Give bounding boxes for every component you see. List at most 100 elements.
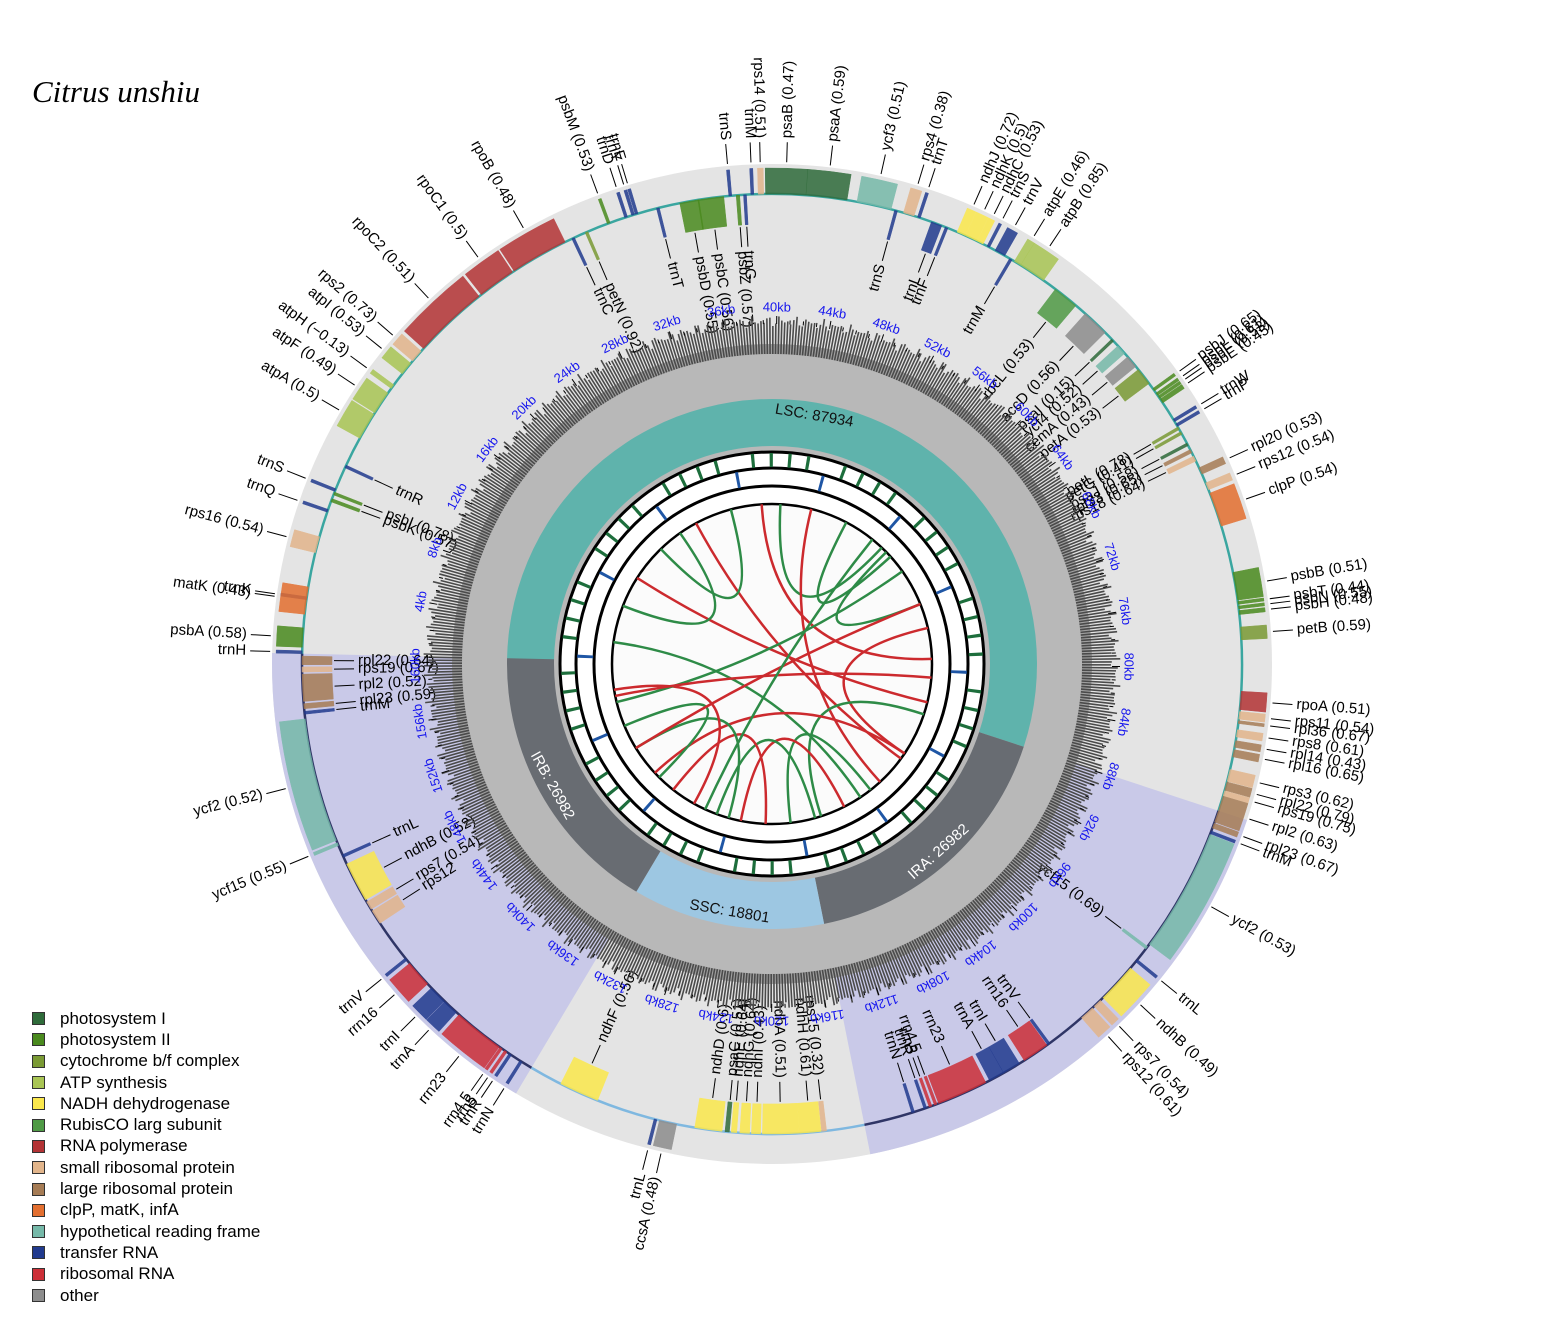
- gene-label-leader: [786, 142, 788, 163]
- tick-mark: [691, 994, 694, 999]
- repeat-link: [842, 626, 929, 755]
- tick-mark: [441, 757, 446, 760]
- tick-mark: [1014, 420, 1021, 427]
- gene-trnM: [994, 258, 1013, 287]
- gene-label-leader: [1187, 371, 1205, 384]
- gene-label: rpoC2 (0.51): [348, 213, 418, 286]
- tick-mark: [538, 913, 543, 918]
- gene-label-leader: [1249, 818, 1269, 826]
- gene-psbM: [597, 198, 611, 225]
- repeat-link: [816, 521, 892, 605]
- gene-label-leader: [656, 1153, 662, 1174]
- gene-label-leader: [289, 855, 309, 865]
- tick-mark: [936, 960, 940, 965]
- tick-mark: [657, 339, 660, 344]
- gene-trnM: [1209, 830, 1236, 844]
- repeat-link: [613, 684, 721, 805]
- gene-label-leader: [1082, 370, 1098, 385]
- tick-mark: [1098, 757, 1103, 760]
- gene-label: rpl22 (0.64): [358, 652, 435, 670]
- gene-label: trnK: [223, 578, 253, 599]
- tick-mark: [880, 334, 885, 343]
- gene-label-leader: [973, 185, 983, 205]
- tick-mark: [991, 923, 995, 927]
- gene-label-leader: [465, 240, 479, 258]
- repeat-marker: [732, 857, 739, 872]
- tick-mark: [490, 864, 498, 870]
- gene-psbA: [276, 625, 304, 648]
- gene-petB: [1240, 624, 1268, 641]
- gene-label-leader: [1059, 345, 1074, 361]
- gene-label-leader: [993, 195, 1004, 215]
- gene-label-leader: [817, 1079, 822, 1100]
- gene-label: trnS: [255, 451, 287, 477]
- gene-trnF: [933, 226, 949, 257]
- tick-mark: [974, 384, 981, 392]
- repeat-marker: [605, 531, 619, 544]
- gene-ndhJ: [956, 207, 977, 236]
- repeat-marker: [642, 797, 656, 812]
- repeat-marker: [562, 635, 577, 641]
- gene-label: psbM (0.53): [554, 93, 598, 174]
- tick-mark: [523, 425, 527, 430]
- legend-item: cytochrome b/f complex: [32, 1051, 260, 1072]
- repeat-marker: [929, 747, 945, 758]
- repeat-marker: [695, 466, 704, 481]
- gene-psbC: [697, 196, 728, 230]
- repeat-track: [558, 450, 986, 878]
- tick-mark: [1096, 558, 1105, 563]
- repeat-marker: [871, 832, 882, 846]
- tick-mark: [900, 978, 904, 983]
- repeat-marker: [606, 785, 619, 797]
- tick-mark: [644, 344, 648, 349]
- repeat-marker: [618, 799, 631, 812]
- tick-mark: [1069, 498, 1074, 502]
- repeat-marker: [958, 723, 974, 731]
- tick-mark: [1101, 744, 1107, 747]
- gene-trnL: [647, 1118, 658, 1146]
- legend-label: RubisCO larg subunit: [60, 1115, 222, 1135]
- legend-label: RNA polymerase: [60, 1136, 188, 1156]
- legend-label: small ribosomal protein: [60, 1157, 235, 1177]
- gene-psaA: [805, 169, 852, 201]
- legend-label: clpP, matK, infA: [60, 1200, 179, 1220]
- gene-trnL: [342, 842, 372, 858]
- gene-label: ycf3 (0.51): [877, 79, 909, 152]
- gene-label-leader: [617, 165, 625, 185]
- gene-label-leader: [940, 1045, 951, 1065]
- gene-label-leader: [1006, 1009, 1019, 1027]
- tick-mark: [435, 589, 440, 592]
- gene-psbE: [1159, 384, 1185, 404]
- tick-mark: [571, 378, 578, 387]
- legend-item: RubisCO larg subunit: [32, 1114, 260, 1135]
- repeat-link: [635, 602, 921, 750]
- repeat-marker: [646, 822, 658, 836]
- gene-label-leader: [1201, 392, 1219, 405]
- gene-label: psaA (0.59): [824, 64, 850, 142]
- gene-label-leader: [1270, 725, 1291, 729]
- gene-label-leader: [365, 335, 382, 349]
- tick-mark: [716, 999, 720, 1008]
- repeat-marker: [595, 771, 609, 782]
- legend-swatch: [32, 1012, 45, 1026]
- gene-label-leader: [1182, 363, 1200, 377]
- tick-label: 76kb: [1116, 596, 1135, 626]
- repeat-marker: [661, 482, 672, 497]
- gene-psbB: [1232, 567, 1264, 601]
- tick-mark: [941, 365, 944, 370]
- repeat-link: [835, 551, 921, 627]
- gene-trnR: [913, 1079, 928, 1110]
- gene-ndhK: [965, 211, 989, 242]
- tick-mark: [1076, 508, 1084, 513]
- gene-label: trnS: [715, 112, 734, 141]
- gene-trnD: [616, 191, 628, 218]
- tick-mark: [431, 616, 436, 618]
- gene-rps7: [366, 886, 398, 910]
- repeat-marker: [561, 671, 576, 676]
- gene-label: rrn23: [415, 1069, 450, 1107]
- tick-mark: [434, 731, 439, 734]
- legend-swatch: [32, 1203, 45, 1217]
- irb-shading: [272, 653, 637, 1094]
